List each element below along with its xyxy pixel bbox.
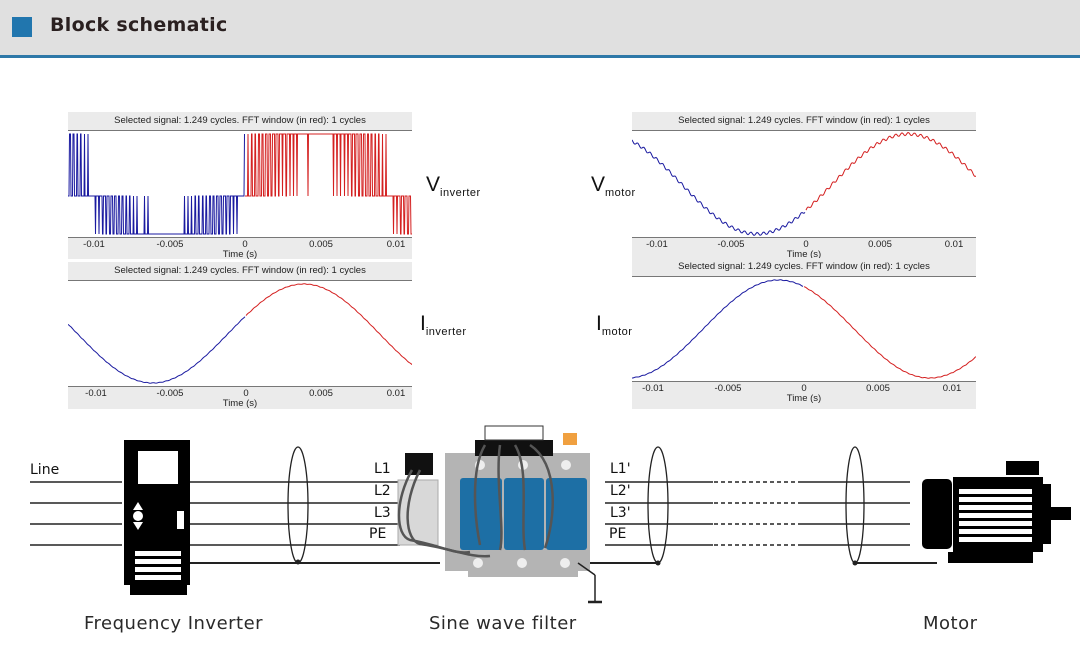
plot-area	[68, 131, 412, 237]
terminal-pe-out: PE	[609, 526, 627, 542]
x-axis-label: Time (s)	[786, 393, 822, 404]
section-title: Block schematic	[50, 14, 228, 36]
x-tick: -0.005	[714, 383, 742, 394]
plot-area	[632, 277, 976, 381]
x-axis: -0.01 -0.005 0 0.005 0.01 Time (s)	[68, 386, 412, 409]
terminal-l1: L1	[374, 461, 391, 477]
plot-v-inverter: Selected signal: 1.249 cycles. FFT windo…	[68, 112, 412, 260]
plot-title: Selected signal: 1.249 cycles. FFT windo…	[632, 258, 976, 277]
x-tick: -0.01	[83, 239, 105, 250]
x-tick: 0.005	[309, 239, 333, 250]
caption-sine-wave-filter: Sine wave filter	[429, 613, 577, 634]
plot-area	[68, 281, 412, 386]
x-axis-label: Time (s)	[222, 398, 258, 409]
v-inverter-waveform	[68, 133, 412, 235]
motor-input-wires	[800, 481, 937, 564]
x-tick: -0.005	[156, 239, 184, 250]
x-tick: 0.01	[944, 239, 964, 250]
cable-length-dashed	[714, 481, 800, 546]
i-motor-waveform	[632, 279, 976, 379]
plot-v-motor: Selected signal: 1.249 cycles. FFT windo…	[632, 112, 976, 260]
label-i-inverter: Iinverter	[420, 312, 467, 338]
ground-symbol-icon	[577, 562, 602, 604]
plot-area	[632, 131, 976, 237]
x-axis: -0.01 -0.005 0 0.005 0.01 Time (s)	[68, 237, 412, 260]
x-tick: 0.005	[866, 383, 890, 394]
plot-i-motor: Selected signal: 1.249 cycles. FFT windo…	[632, 258, 976, 409]
terminal-pe: PE	[369, 526, 387, 542]
sine-wave-filter-icon	[397, 425, 590, 577]
terminal-l3-prime: L3'	[610, 505, 631, 521]
caption-motor: Motor	[923, 613, 978, 634]
line-input-wires	[30, 481, 122, 546]
header-accent-square-icon	[12, 17, 32, 37]
label-v-inverter: Vinverter	[426, 173, 481, 199]
x-tick: 0.005	[309, 388, 333, 399]
x-tick: 0	[242, 239, 248, 250]
filter-output-wires	[590, 481, 713, 564]
terminal-l3: L3	[374, 505, 391, 521]
x-axis: -0.01 -0.005 0 0.005 0.01 Time (s)	[632, 237, 976, 260]
x-tick: 0.01	[386, 239, 406, 250]
terminal-l2: L2	[374, 483, 391, 499]
x-tick: 0	[803, 239, 809, 250]
x-tick: 0.005	[868, 239, 892, 250]
motor-icon	[922, 461, 1071, 563]
line-label: Line	[30, 462, 60, 478]
terminal-l2-prime: L2'	[610, 483, 631, 499]
x-axis-label: Time (s)	[786, 249, 822, 260]
inverter-output-wires	[190, 481, 440, 564]
x-tick: 0	[243, 388, 249, 399]
plot-title: Selected signal: 1.249 cycles. FFT windo…	[632, 112, 976, 131]
label-v-motor: Vmotor	[591, 173, 636, 199]
label-i-motor: Imotor	[596, 312, 633, 338]
plot-title: Selected signal: 1.249 cycles. FFT windo…	[68, 262, 412, 281]
x-tick: 0.01	[942, 383, 962, 394]
section-header: Block schematic	[0, 0, 1080, 58]
caption-frequency-inverter: Frequency Inverter	[84, 613, 264, 634]
terminal-l1-prime: L1'	[610, 461, 631, 477]
frequency-inverter-icon	[124, 440, 190, 595]
x-tick: 0	[801, 383, 807, 394]
x-tick: -0.01	[642, 383, 664, 394]
i-inverter-waveform	[68, 283, 412, 384]
x-tick: -0.01	[85, 388, 107, 399]
x-axis-label: Time (s)	[222, 249, 258, 260]
x-tick: 0.01	[386, 388, 406, 399]
x-axis: -0.01 -0.005 0 0.005 0.01 Time (s)	[632, 381, 976, 409]
v-motor-waveform	[632, 131, 976, 236]
x-tick: -0.01	[646, 239, 668, 250]
x-tick: -0.005	[156, 388, 184, 399]
plot-title: Selected signal: 1.249 cycles. FFT windo…	[68, 112, 412, 131]
x-tick: -0.005	[717, 239, 745, 250]
plot-i-inverter: Selected signal: 1.249 cycles. FFT windo…	[68, 262, 412, 409]
